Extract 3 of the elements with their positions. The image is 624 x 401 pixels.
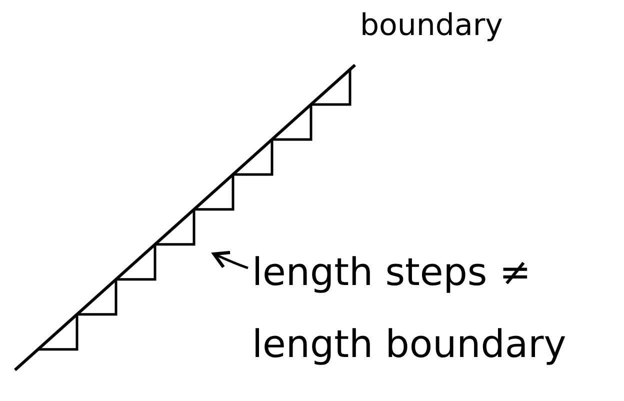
boundary-label: boundary	[360, 8, 503, 43]
annotation-text: length steps ≠ length boundary	[252, 236, 620, 380]
arrow	[212, 250, 248, 270]
